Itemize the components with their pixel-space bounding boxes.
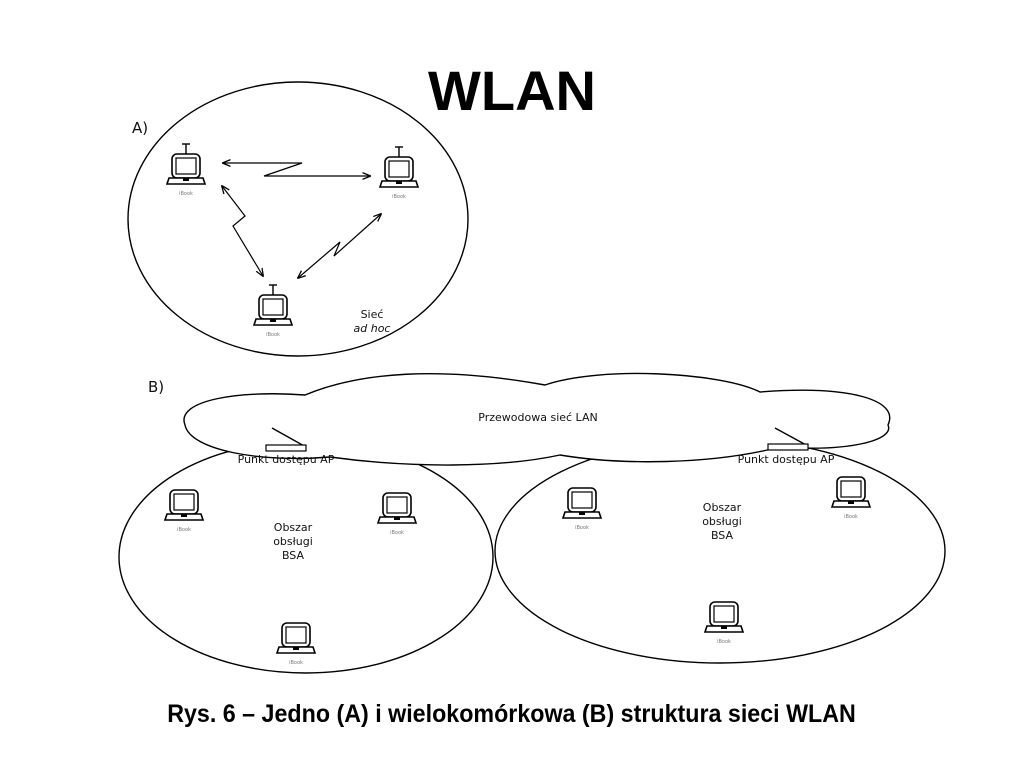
laptop-label: iBook bbox=[390, 530, 404, 536]
section-a-label: A) bbox=[132, 119, 148, 137]
wired-lan-label: Przewodowa sieć LAN bbox=[478, 411, 597, 424]
access-point-left-label: Punkt dostępu AP bbox=[238, 453, 335, 466]
page-title: WLAN bbox=[428, 59, 596, 122]
infrastructure-section: B) Przewodowa sieć LAN Punkt dostępu AP … bbox=[118, 372, 946, 674]
adhoc-network-label-2: ad hoc bbox=[354, 322, 391, 335]
adhoc-laptop-right: iBook bbox=[379, 146, 419, 200]
laptop-label: iBook bbox=[289, 660, 303, 666]
section-b-label: B) bbox=[148, 378, 164, 396]
bsa-right-line1: Obszar bbox=[703, 501, 742, 514]
laptop-label: iBook bbox=[266, 332, 280, 338]
wireless-link-right bbox=[298, 214, 381, 278]
bsa-right-laptop-2: iBook bbox=[831, 476, 871, 520]
bsa-right-line3: BSA bbox=[711, 529, 734, 542]
access-point-left bbox=[265, 427, 307, 452]
laptop-label: iBook bbox=[179, 191, 193, 197]
bsa-right-laptop-3: iBook bbox=[704, 601, 744, 645]
bsa-left-line1: Obszar bbox=[274, 521, 313, 534]
laptop-label: iBook bbox=[392, 194, 406, 200]
adhoc-network-label: Sieć bbox=[361, 308, 384, 321]
bsa-left-line3: BSA bbox=[282, 549, 305, 562]
adhoc-section: A) iBook iBook iBook Sieć ad hoc bbox=[127, 81, 469, 357]
wired-lan-cloud bbox=[183, 372, 891, 466]
access-point-right bbox=[767, 427, 809, 451]
figure-caption: Rys. 6 – Jedno (A) i wielokomórkowa (B) … bbox=[167, 700, 856, 728]
laptop-label: iBook bbox=[177, 527, 191, 533]
bsa-right-line2: obsługi bbox=[702, 515, 742, 528]
wireless-link-top bbox=[223, 163, 370, 176]
bsa-right-laptop-1: iBook bbox=[562, 487, 602, 531]
bsa-right-label: Obszar obsługi BSA bbox=[702, 501, 742, 542]
laptop-label: iBook bbox=[717, 639, 731, 645]
adhoc-laptop-bottom: iBook bbox=[253, 284, 293, 338]
bsa-left-laptop-3: iBook bbox=[276, 622, 316, 666]
wireless-link-left bbox=[222, 186, 263, 276]
access-point-right-label: Punkt dostępu AP bbox=[738, 453, 835, 466]
bsa-left-laptop-1: iBook bbox=[164, 489, 204, 533]
laptop-label: iBook bbox=[844, 514, 858, 520]
laptop-label: iBook bbox=[575, 525, 589, 531]
bsa-left-line2: obsługi bbox=[273, 535, 313, 548]
adhoc-laptop-left: iBook bbox=[166, 143, 206, 197]
bsa-left-laptop-2: iBook bbox=[377, 492, 417, 536]
bsa-left-label: Obszar obsługi BSA bbox=[273, 521, 313, 562]
adhoc-network-ellipse bbox=[127, 81, 469, 357]
